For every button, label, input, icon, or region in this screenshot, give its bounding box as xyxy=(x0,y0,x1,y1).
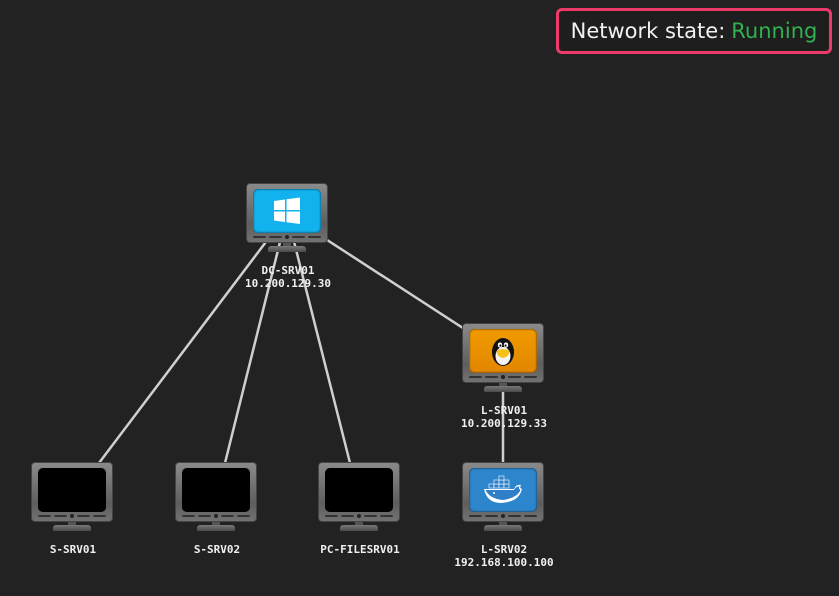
node-label: L-SRV02 192.168.100.100 xyxy=(404,543,604,569)
monitor-stand xyxy=(268,246,306,252)
monitor xyxy=(462,323,544,383)
monitor xyxy=(246,183,328,243)
network-state-value: Running xyxy=(731,19,818,43)
node-ip: 10.200.129.33 xyxy=(460,417,548,430)
monitor-stand xyxy=(197,525,235,531)
node-name: L-SRV01 xyxy=(480,404,528,417)
node-ip: 192.168.100.100 xyxy=(454,556,554,569)
node-name: L-SRV02 xyxy=(480,543,528,556)
node-label: S-SRV01 xyxy=(0,543,173,556)
node-label: PC-FILESRV01 xyxy=(260,543,460,556)
tux-penguin-icon xyxy=(469,329,537,373)
network-state-indicator: Network state: Running xyxy=(556,8,832,54)
link-dc-srv01-pc-filesrv01 xyxy=(285,213,352,464)
monitor-stand xyxy=(484,525,522,531)
network-state-label: Network state: xyxy=(570,19,726,43)
node-label: S-SRV02 xyxy=(117,543,317,556)
monitor-stand xyxy=(340,525,378,531)
monitor xyxy=(462,462,544,522)
link-dc-srv01-s-srv02 xyxy=(223,213,289,464)
monitor xyxy=(31,462,113,522)
windows-logo-icon xyxy=(253,189,321,233)
node-ip: 10.200.129.30 xyxy=(244,277,332,290)
link-dc-srv01-s-srv01 xyxy=(98,213,288,464)
blank-screen xyxy=(38,468,106,512)
monitor xyxy=(175,462,257,522)
blank-screen xyxy=(325,468,393,512)
node-name: DC-SRV01 xyxy=(261,264,315,277)
node-name: S-SRV02 xyxy=(193,543,241,556)
node-name: PC-FILESRV01 xyxy=(320,543,400,556)
node-name: S-SRV01 xyxy=(49,543,97,556)
node-label: L-SRV01 10.200.129.33 xyxy=(404,404,604,430)
blank-screen xyxy=(182,468,250,512)
docker-whale-icon xyxy=(469,468,537,512)
monitor xyxy=(318,462,400,522)
monitor-stand xyxy=(484,386,522,392)
node-label: DC-SRV01 10.200.129.30 xyxy=(188,264,388,290)
monitor-stand xyxy=(53,525,91,531)
